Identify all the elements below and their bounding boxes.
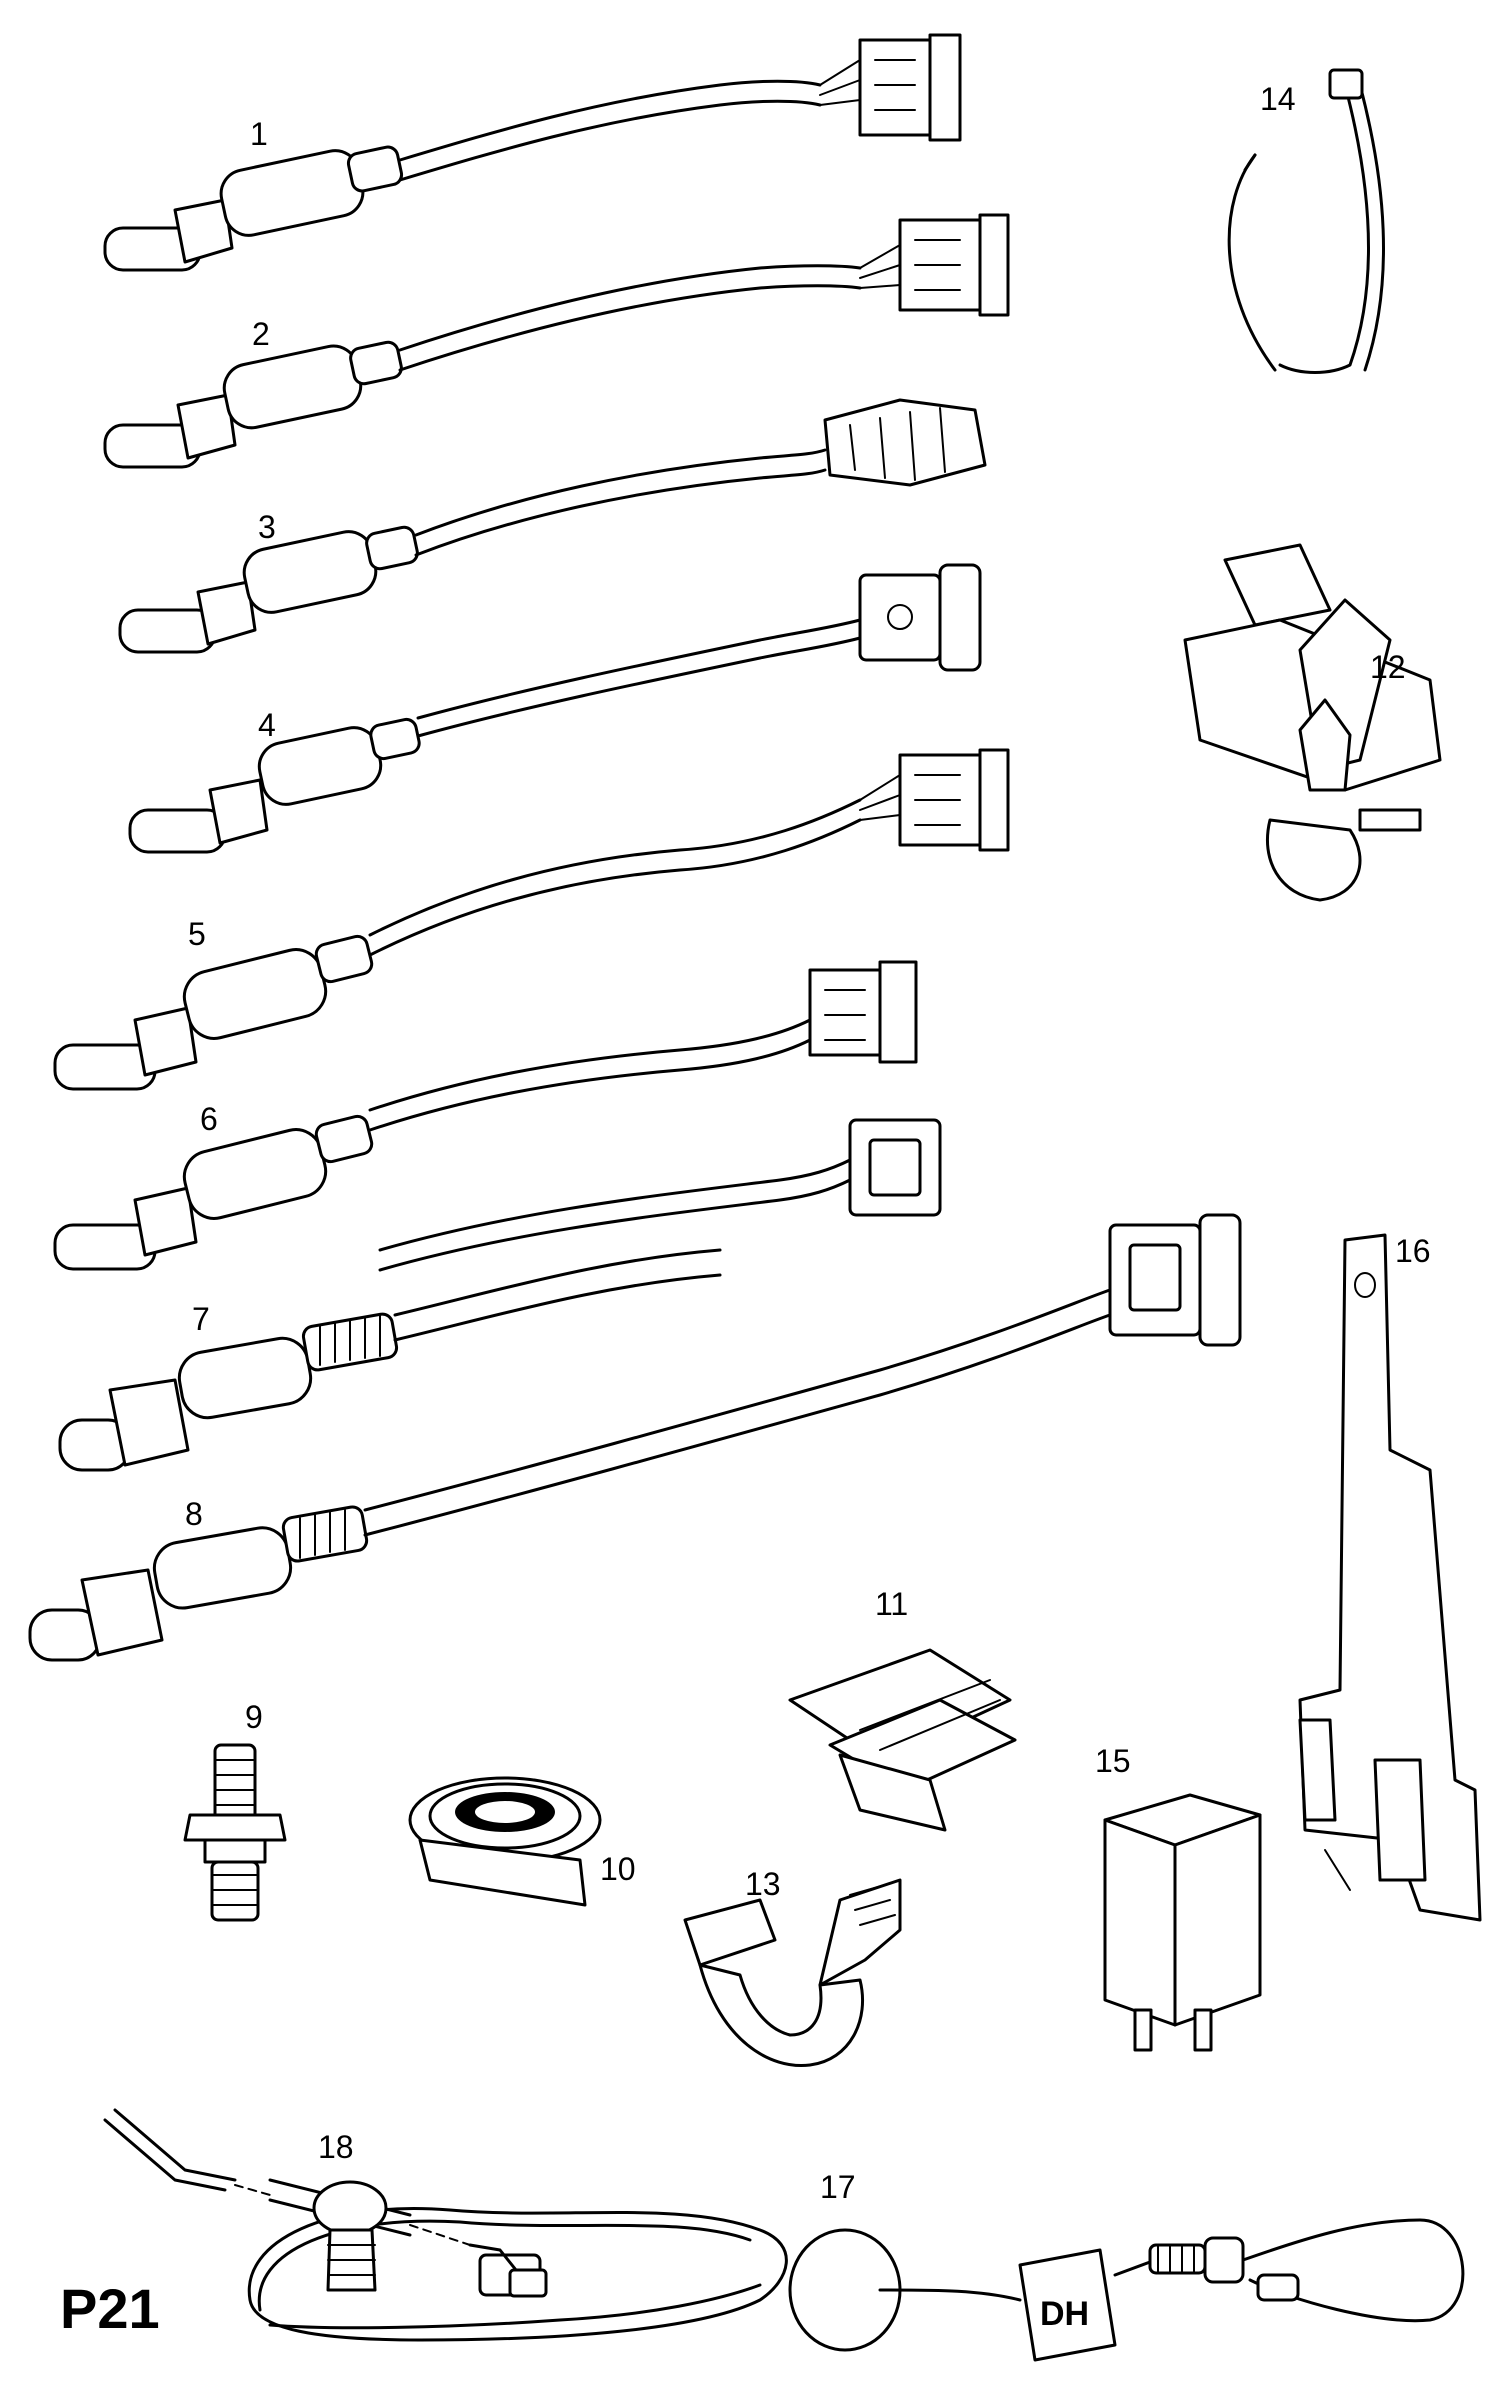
callout-10: 10 xyxy=(600,1851,636,1887)
oxygen-sensor-2 xyxy=(103,213,1010,469)
callout-18: 18 xyxy=(318,2129,354,2165)
ground-strap-18 xyxy=(103,2108,548,2298)
dh-tag: DH xyxy=(1040,2295,1089,2333)
callout-13: 13 xyxy=(745,1866,781,1902)
callout-14: 14 xyxy=(1260,81,1296,117)
callout-12: 12 xyxy=(1370,649,1406,685)
callout-11: 11 xyxy=(875,1586,908,1622)
oxygen-sensor-5 xyxy=(53,748,1010,1091)
clip-11 xyxy=(788,1648,1017,1832)
callout-6: 6 xyxy=(200,1101,218,1137)
oxygen-sensor-1 xyxy=(103,33,962,272)
callout-3: 3 xyxy=(258,509,276,545)
callout-9: 9 xyxy=(245,1699,263,1735)
oxygen-sensor-7 xyxy=(58,1248,722,1472)
callout-2: 2 xyxy=(252,316,270,352)
callout-4: 4 xyxy=(258,707,276,743)
bracket-12 xyxy=(1183,543,1442,902)
callout-8: 8 xyxy=(185,1496,203,1532)
bracket-plate-16 xyxy=(1298,1233,1482,1922)
oxygen-sensor-4 xyxy=(128,563,982,854)
oxygen-sensor-3 xyxy=(118,398,987,654)
relay-15 xyxy=(1103,1793,1262,2052)
oxygen-sensor-8 xyxy=(28,1213,1242,1662)
clamp-13 xyxy=(683,1878,902,2068)
threaded-stud-9 xyxy=(183,1743,287,1922)
tape-roll-10 xyxy=(408,1776,602,1907)
callout-17: 17 xyxy=(820,2169,856,2205)
callout-16: 16 xyxy=(1395,1233,1431,1269)
callout-5: 5 xyxy=(188,916,206,952)
callout-15: 15 xyxy=(1095,1743,1131,1779)
oxygen-sensor-6 xyxy=(53,960,918,1271)
callout-1: 1 xyxy=(250,116,268,152)
sensor-harness-17: DH xyxy=(247,2206,1465,2362)
callout-7: 7 xyxy=(192,1301,210,1337)
connector-6b xyxy=(378,1118,942,1272)
callout-labels: 1 2 3 4 5 6 7 8 9 10 11 12 13 14 15 16 1… xyxy=(185,81,1431,2205)
cable-tie-14 xyxy=(1227,68,1385,374)
page-code: P21 xyxy=(60,2277,160,2340)
